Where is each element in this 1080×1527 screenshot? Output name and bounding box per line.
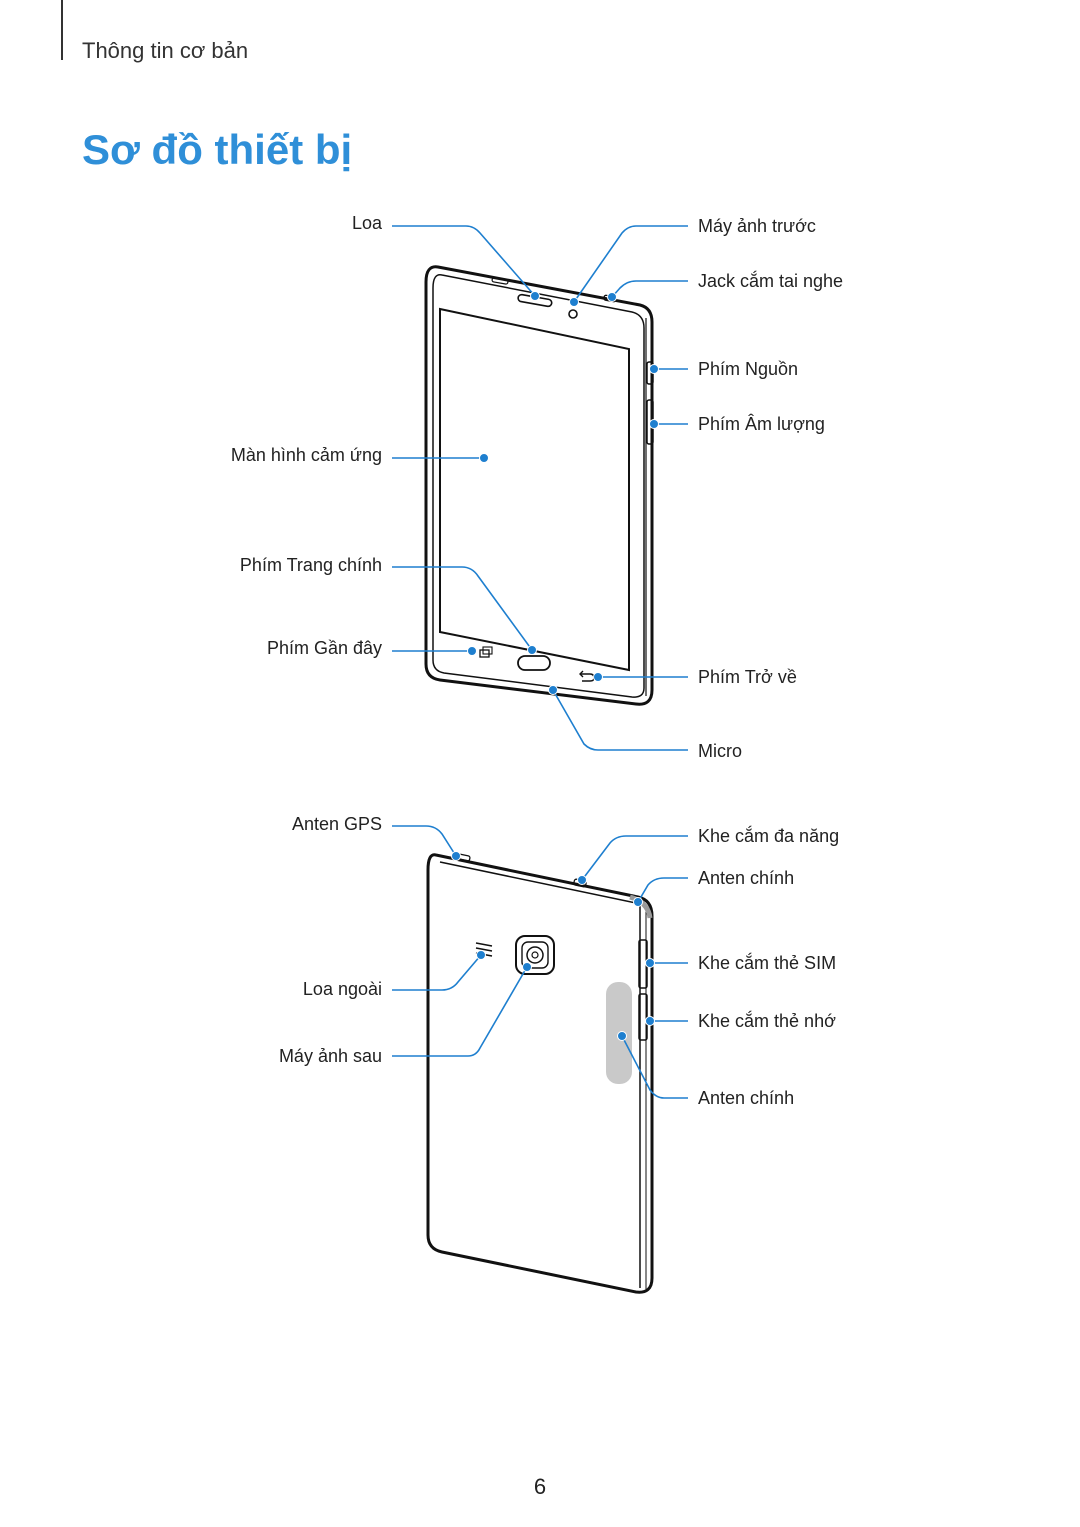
front-callouts [392,225,688,751]
label-external-speaker: Loa ngoài [302,979,382,999]
back-callout-dots [451,851,655,1041]
label-recent-key: Phím Gần đây [266,638,382,658]
label-main-antenna-top: Anten chính [698,868,795,888]
label-rear-camera: Máy ảnh sau [278,1046,382,1066]
label-sim-slot: Khe cắm thẻ SIM [698,953,837,973]
back-callouts [392,825,688,1099]
side-rule [61,0,63,60]
label-back-key: Phím Trở về [698,667,797,687]
label-main-antenna-side: Anten chính [698,1088,795,1108]
label-home-key: Phím Trang chính [239,555,382,575]
page-title: Sơ đồ thiết bị [82,126,353,173]
front-callout-dots [467,291,659,695]
front-device [424,265,654,706]
label-microphone: Micro [698,741,742,761]
label-headset-jack: Jack cắm tai nghe [698,271,844,291]
label-gps-antenna: Anten GPS [291,814,382,834]
label-memory-slot: Khe cắm thẻ nhớ [698,1011,836,1031]
label-volume-key: Phím Âm lượng [698,414,825,434]
section-label: Thông tin cơ bản [82,38,249,63]
label-multipurpose-jack: Khe cắm đa năng [698,826,840,846]
back-device [426,853,654,1294]
page-number: 6 [533,1474,547,1499]
label-speaker: Loa [351,213,382,233]
label-front-camera: Máy ảnh trước [698,216,816,236]
label-touchscreen: Màn hình cảm ứng [230,445,382,465]
label-power-key: Phím Nguồn [698,359,799,379]
